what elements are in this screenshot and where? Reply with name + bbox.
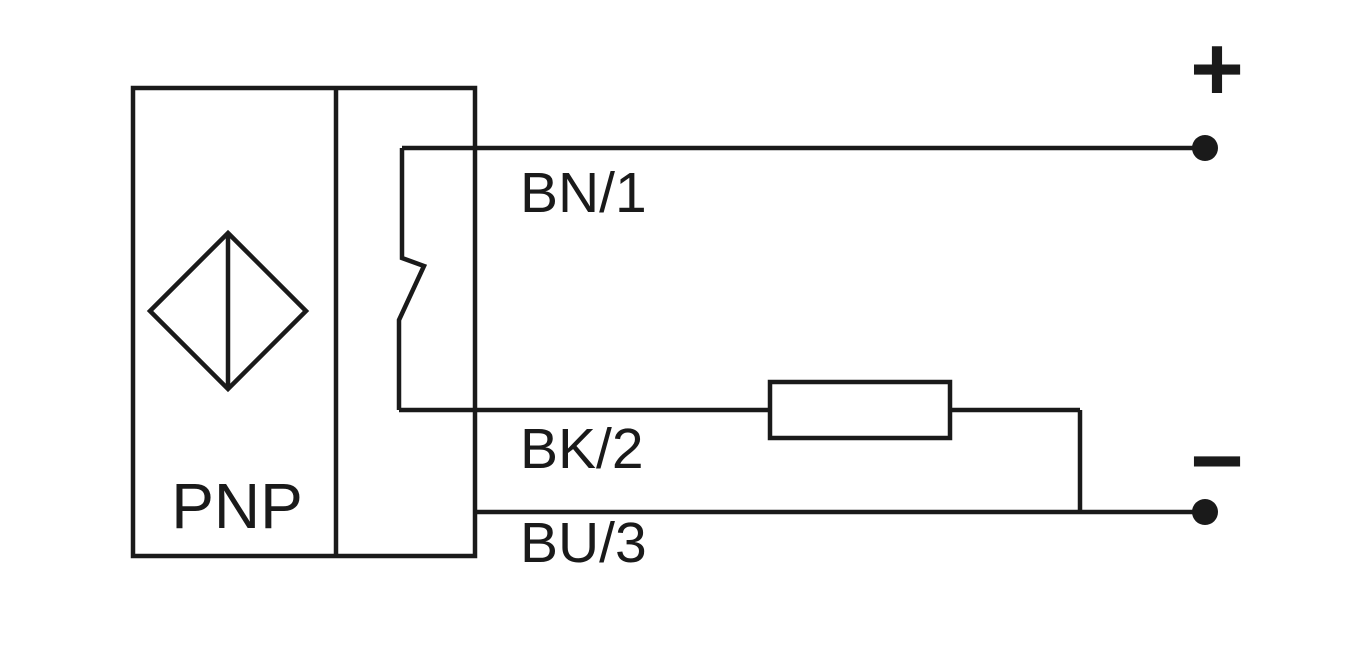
load-resistor-icon — [767, 379, 953, 441]
sensor-type-label: PNP — [171, 470, 303, 542]
wire-bu3-label: BU/3 — [520, 511, 647, 575]
wire-bn1-label: BN/1 — [520, 161, 647, 225]
wire-bk2-label: BK/2 — [520, 417, 644, 481]
switch-contact-icon — [396, 148, 428, 410]
negative-terminal-sign: − — [1190, 410, 1244, 512]
positive-terminal-sign: + — [1190, 18, 1244, 120]
sensor-body-outline — [130, 85, 478, 559]
negative-terminal-dot-icon — [1192, 499, 1218, 525]
positive-terminal-dot-icon — [1192, 135, 1218, 161]
